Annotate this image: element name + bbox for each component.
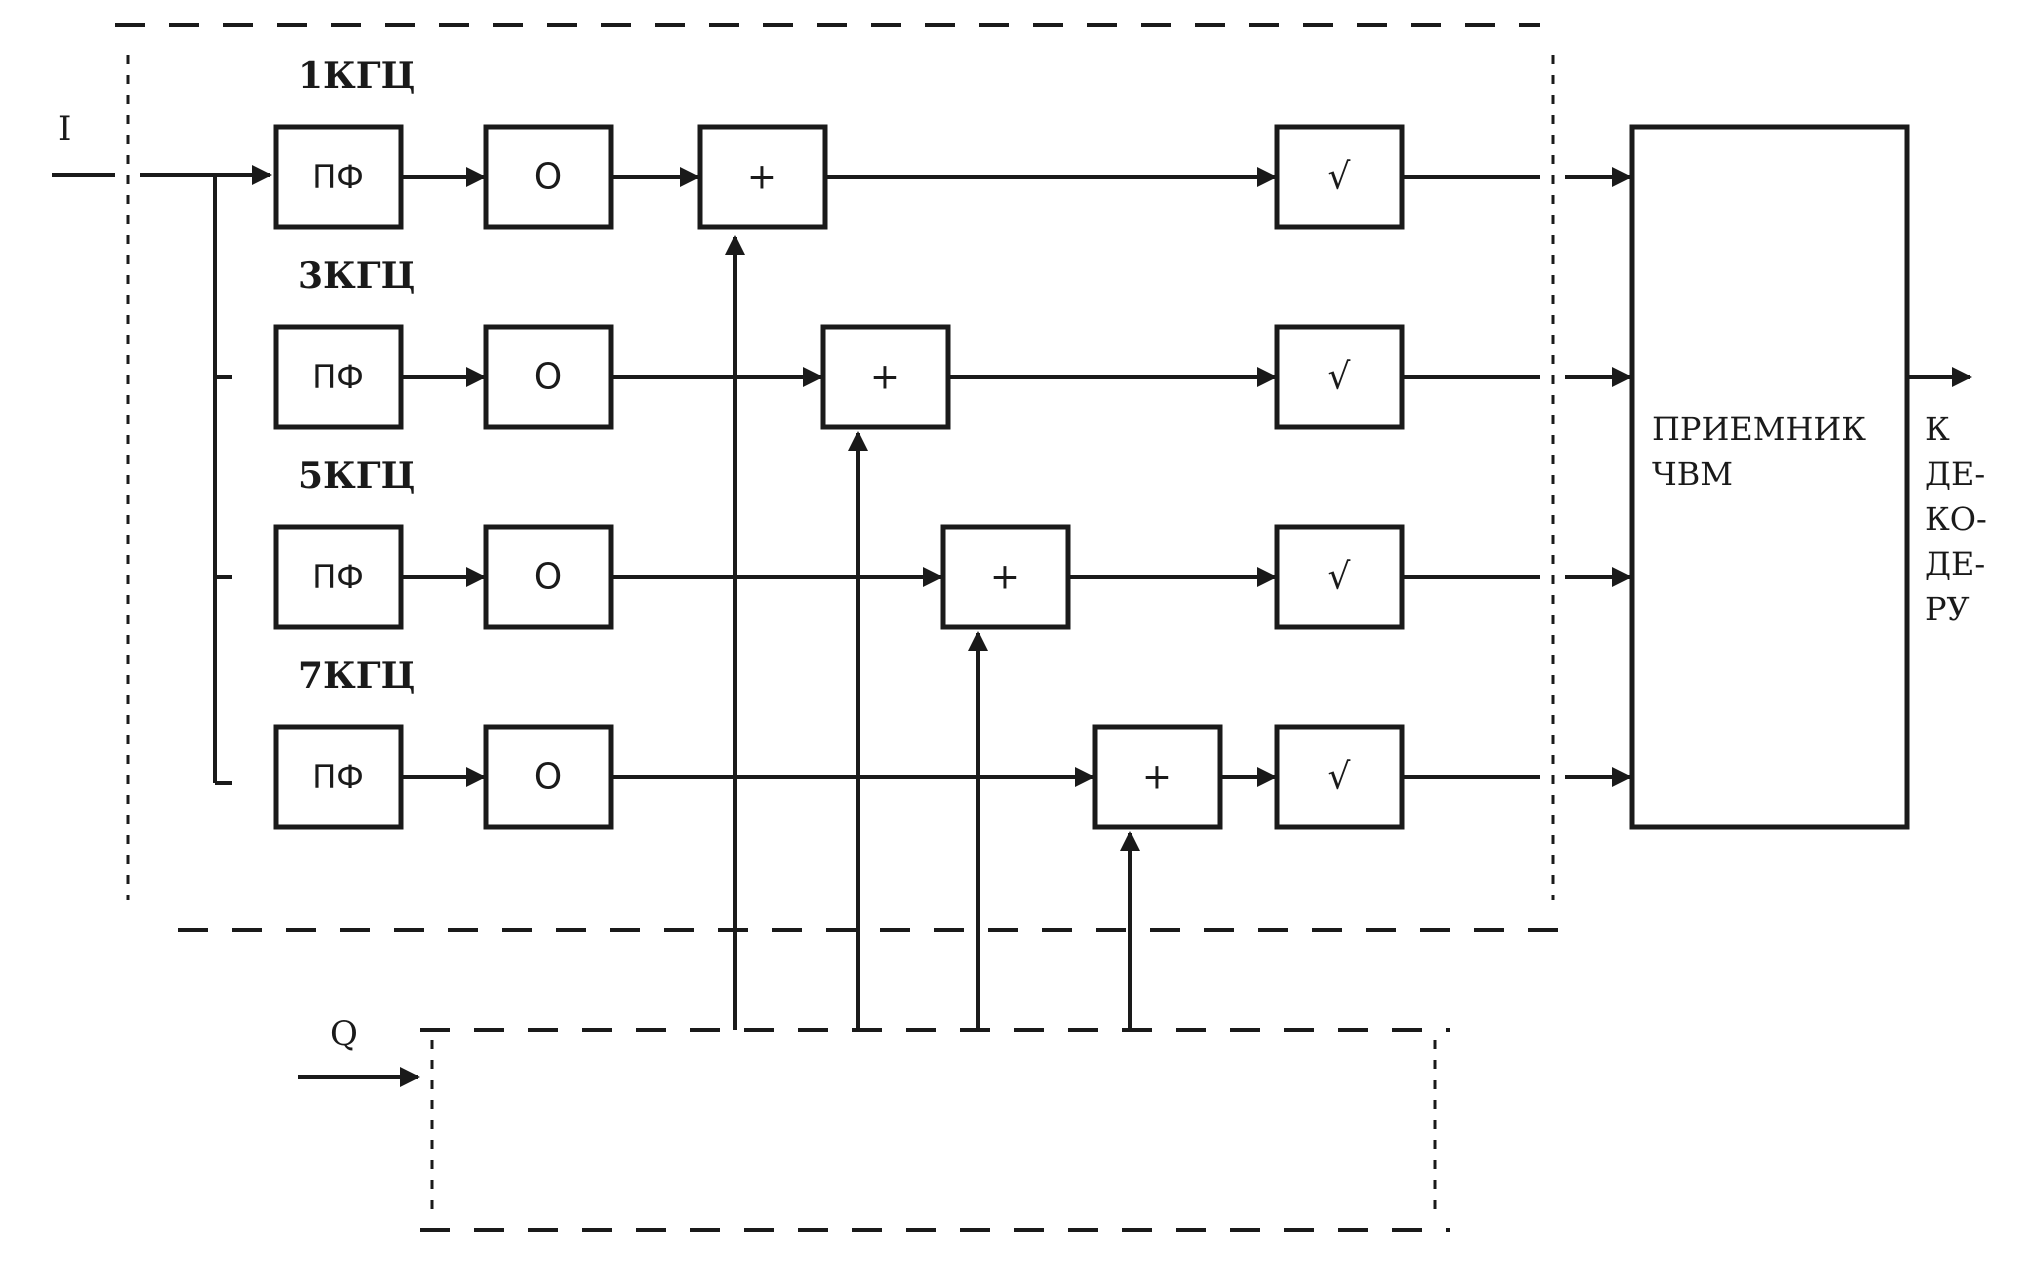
output-label-line-1: К <box>1925 410 1950 448</box>
channel-1-filter-label: ПФ <box>312 158 364 196</box>
channel-1-root-box <box>1274 124 1405 230</box>
channel-4: 7КГЦ ПФ О + √ <box>273 655 1632 830</box>
channel-1-freq-label: 1КГЦ <box>298 55 415 97</box>
output-label-line-2: ДЕ- <box>1925 455 1985 493</box>
channel-2-filter-box <box>273 324 404 430</box>
channel-3-filter-label: ПФ <box>312 558 364 596</box>
q-block-outline <box>420 1028 1450 1232</box>
q-input-label: Q <box>330 1014 358 1054</box>
channel-4-filter-box <box>273 724 404 830</box>
channel-3-freq-label: 5КГЦ <box>298 455 415 497</box>
channel-1-mixer-box <box>483 124 614 230</box>
i-input-label: I <box>58 109 71 149</box>
channel-4-root-label: √ <box>1328 757 1351 798</box>
channel-2-sum-label: + <box>870 357 900 398</box>
channel-1-sum-label: + <box>747 157 777 198</box>
q-feed-lines <box>725 235 1140 1030</box>
channel-4-mixer-label: О <box>534 757 562 798</box>
channel-3: 5КГЦ ПФ О + √ <box>215 455 1632 630</box>
receiver-label-line1: ПРИЕМНИК <box>1652 410 1866 448</box>
receiver-block: ПРИЕМНИК ЧВМ <box>1629 124 1972 830</box>
channel-2-freq-label: 3КГЦ <box>298 255 415 297</box>
channel-4-filter-label: ПФ <box>312 758 364 796</box>
channel-2-sum-box <box>820 324 951 430</box>
receiver-label-line2: ЧВМ <box>1652 455 1733 493</box>
channel-4-sum-box <box>1092 724 1223 830</box>
channel-1-mixer-label: О <box>534 157 562 198</box>
output-label-line-5: РУ <box>1925 590 1970 628</box>
channel-2-filter-label: ПФ <box>312 358 364 396</box>
channel-4-mixer-box <box>483 724 614 830</box>
channel-2-root-label: √ <box>1328 357 1351 398</box>
channel-4-sum-label: + <box>1142 757 1172 798</box>
channel-2: 3КГЦ ПФ О + √ <box>215 255 1632 430</box>
output-label: К ДЕ- КО- ДЕ- РУ <box>1925 410 1987 628</box>
channel-3-root-label: √ <box>1328 557 1351 598</box>
receiver-box <box>1629 124 1910 830</box>
channel-1-root-label: √ <box>1328 157 1351 198</box>
channel-3-mixer-label: О <box>534 557 562 598</box>
output-label-line-4: ДЕ- <box>1925 545 1985 583</box>
i-input-bus <box>52 165 272 785</box>
channel-3-mixer-box <box>483 524 614 630</box>
processing-block-outline <box>115 23 1570 932</box>
channel-2-mixer-label: О <box>534 357 562 398</box>
channel-3-root-box <box>1274 524 1405 630</box>
channel-4-freq-label: 7КГЦ <box>298 655 415 697</box>
channel-1: 1КГЦ ПФ О + √ <box>273 55 1632 230</box>
output-label-line-3: КО- <box>1925 500 1987 538</box>
channel-3-sum-label: + <box>990 557 1020 598</box>
